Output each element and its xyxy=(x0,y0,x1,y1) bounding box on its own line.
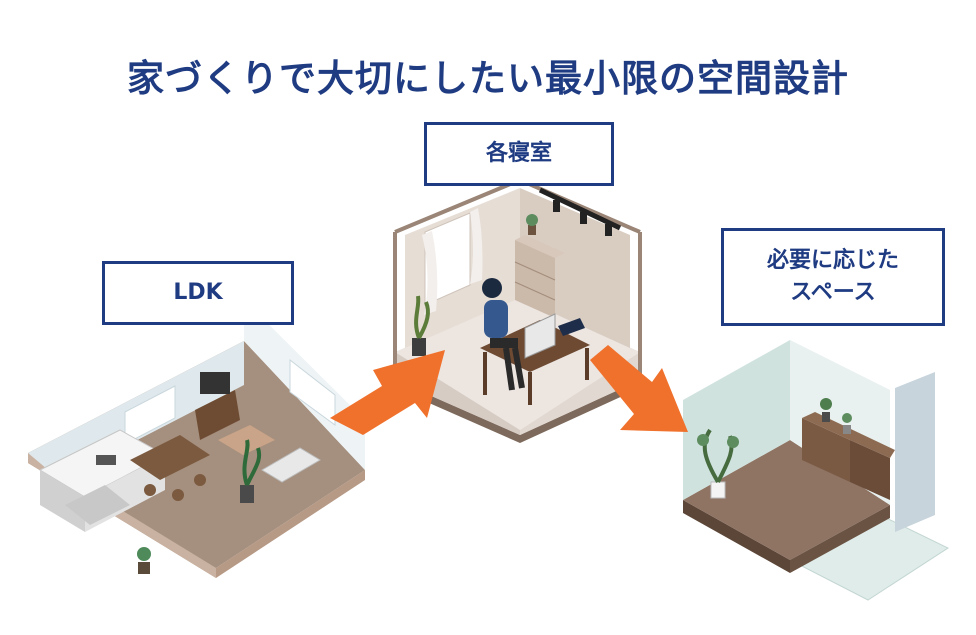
arrow-right-icon xyxy=(590,345,688,432)
page-title: 家づくりで大切にしたい最小限の空間設計 xyxy=(127,57,849,100)
space-label-line1: 必要に応じた xyxy=(766,248,899,274)
ldk-label-text: LDK xyxy=(173,280,223,306)
bedroom-illustration xyxy=(393,177,642,443)
arrow-right-icon xyxy=(330,350,445,435)
ldk-label: LDK xyxy=(102,261,294,325)
space-label-line2: スペース xyxy=(790,280,876,305)
bedroom-label: 各寝室 xyxy=(424,122,614,186)
bedroom-label-text: 各寝室 xyxy=(485,141,552,167)
space-label: 必要に応じた スペース xyxy=(721,228,945,326)
empty-room-illustration xyxy=(683,340,950,601)
ldk-room-illustration xyxy=(28,300,365,578)
